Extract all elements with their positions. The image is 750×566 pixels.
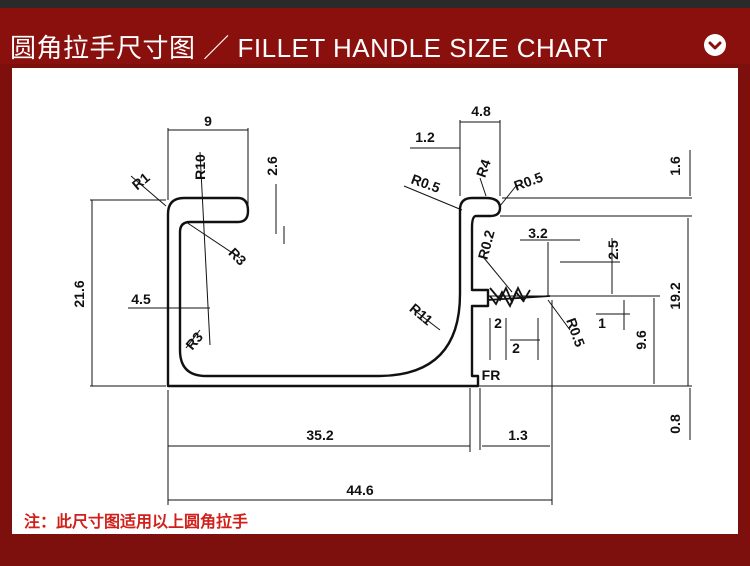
profile-outline <box>166 196 502 388</box>
handle-profile-drawing: 9 R10 R1 2.6 R3 21.6 4.5 R3 R11 35.2 44.… <box>71 103 692 505</box>
chevron-down-icon[interactable] <box>704 34 726 56</box>
dim-width-2-b: 2 <box>512 340 520 356</box>
dim-r3-bottom: R3 <box>182 329 206 353</box>
dim-r4: R4 <box>473 157 494 179</box>
dim-width-3-2: 3.2 <box>528 225 548 241</box>
dim-r0-2: R0.2 <box>475 228 498 261</box>
dim-height-21-6: 21.6 <box>71 280 87 307</box>
dim-width-44-6: 44.6 <box>346 482 373 498</box>
dim-height-2-5: 2.5 <box>605 240 621 260</box>
dim-height-1-6: 1.6 <box>667 156 683 176</box>
dim-r3-top: R3 <box>226 244 250 268</box>
dim-height-0-8: 0.8 <box>667 414 683 434</box>
footer-note: 注：此尺寸图适用以上圆角拉手 <box>24 514 249 531</box>
dim-r0-5-low: R0.5 <box>563 316 588 349</box>
dimension-lines <box>90 120 692 505</box>
header-bar: 圆角拉手尺寸图 ／ FILLET HANDLE SIZE CHART <box>0 8 750 64</box>
dim-r0-5-right: R0.5 <box>512 169 545 194</box>
dim-width-35-2: 35.2 <box>306 427 333 443</box>
groove-teeth <box>487 285 551 309</box>
title-separator: ／ <box>203 33 230 63</box>
dim-height-1: 1 <box>598 315 606 331</box>
dim-r0-5-left: R0.5 <box>409 171 442 196</box>
drawing-panel: 9 R10 R1 2.6 R3 21.6 4.5 R3 R11 35.2 44.… <box>12 68 738 534</box>
dim-lip-2-6: 2.6 <box>264 156 280 176</box>
top-bar <box>0 0 750 8</box>
dim-width-9: 9 <box>204 113 212 129</box>
dim-r1: R1 <box>129 169 153 193</box>
dim-width-1-3: 1.3 <box>508 427 528 443</box>
dim-height-19-2: 19.2 <box>667 282 683 309</box>
title-english: FILLET HANDLE SIZE CHART <box>237 33 609 63</box>
dim-r10: R10 <box>192 154 208 180</box>
page-title: 圆角拉手尺寸图 ／ FILLET HANDLE SIZE CHART <box>10 28 608 65</box>
dim-inner-4-5: 4.5 <box>131 291 151 307</box>
dim-height-9-6: 9.6 <box>633 330 649 350</box>
dim-fr: FR <box>482 367 501 383</box>
dim-width-2-a: 2 <box>494 315 502 331</box>
dim-width-4-8: 4.8 <box>471 103 491 119</box>
dim-width-1-2: 1.2 <box>415 129 435 145</box>
title-chinese: 圆角拉手尺寸图 <box>10 33 196 63</box>
